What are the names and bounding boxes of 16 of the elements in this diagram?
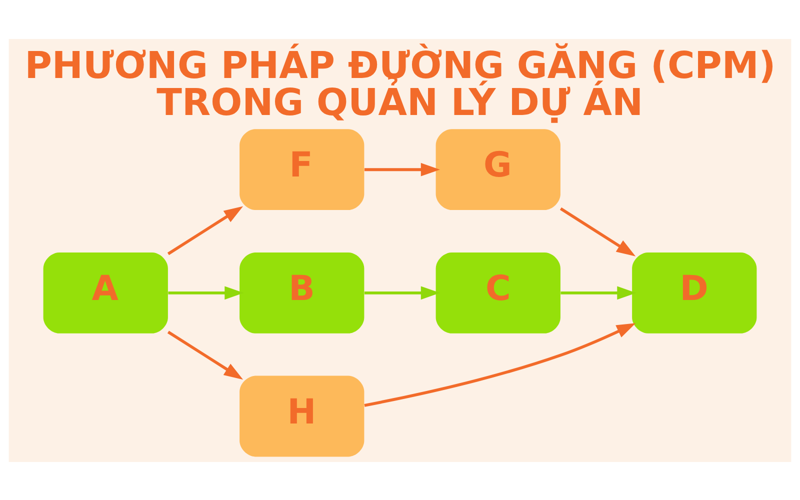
arrow xyxy=(167,330,244,380)
arrow xyxy=(560,206,636,256)
node-box: C xyxy=(436,252,560,333)
arrow xyxy=(364,162,440,176)
node-box: D xyxy=(632,252,757,333)
node-box: A xyxy=(43,252,168,333)
node-box: H xyxy=(240,375,364,456)
node-box: G xyxy=(436,128,560,210)
diagram-title: PHƯƠNG PHÁP ĐƯỜNG GĂNG (CPM) TRONG QUẢN LÝ DỰ ÁN xyxy=(24,43,776,124)
arrow xyxy=(364,322,636,406)
node-box: F xyxy=(240,128,364,210)
node-box: B xyxy=(240,252,364,333)
arrow xyxy=(364,286,440,300)
arrow xyxy=(168,286,244,300)
arrow xyxy=(560,286,636,300)
arrow xyxy=(167,206,244,255)
